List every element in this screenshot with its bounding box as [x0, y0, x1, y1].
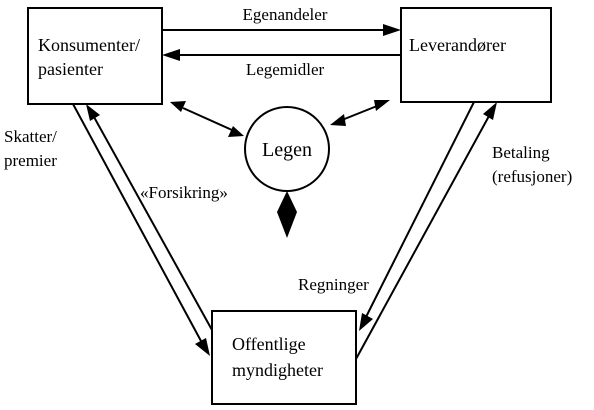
medicines-arrowhead — [162, 49, 180, 61]
doctor-suppliers-line — [341, 105, 378, 121]
copayments-arrowhead — [383, 24, 401, 36]
edge-doctor-suppliers — [330, 100, 390, 126]
edge-copayments: Egenandeler — [162, 5, 401, 36]
edge-taxes: Skatter/ premier — [4, 103, 210, 356]
consumers-doctor-arrowhead-start — [170, 101, 186, 112]
insurance-label: «Forsikring» — [140, 183, 228, 202]
consumers-doctor-line — [182, 107, 233, 131]
payment-label-line-2: (refusjoner) — [492, 167, 572, 186]
bills-arrowhead — [359, 313, 373, 331]
taxes-label-line-2: premier — [4, 151, 57, 170]
edge-bills: Regninger — [298, 101, 475, 331]
consumers-label-line-1: Konsumenter/ — [38, 35, 140, 55]
doctor-authorities-diamond-arrow — [277, 191, 297, 238]
suppliers-label: Leverandører — [409, 35, 506, 55]
doctor-suppliers-arrowhead-end — [374, 100, 390, 111]
suppliers-box — [400, 7, 552, 103]
copayments-label: Egenandeler — [243, 5, 328, 24]
consumers-box — [27, 7, 163, 105]
edge-insurance: «Forsikring» — [86, 104, 228, 331]
edge-medicines: Legemidler — [162, 49, 401, 79]
authorities-label-line-1: Offentlige — [232, 334, 306, 354]
payment-arrowhead — [483, 102, 497, 120]
node-consumers: Konsumenter/ pasienter — [27, 7, 163, 105]
node-suppliers: Leverandører — [400, 7, 552, 103]
consumers-doctor-arrowhead-end — [228, 126, 244, 137]
medicines-label: Legemidler — [246, 60, 325, 79]
taxes-label-line-1: Skatter/ — [4, 127, 57, 146]
node-authorities: Offentlige myndigheter — [211, 310, 357, 405]
node-doctor: Legen — [244, 106, 330, 192]
edge-consumers-doctor — [170, 101, 244, 137]
payment-label-line-1: Betaling — [492, 143, 550, 162]
authorities-label-line-2: myndigheter — [232, 360, 323, 380]
edge-doctor-authorities — [277, 191, 297, 238]
doctor-label: Legen — [262, 139, 312, 161]
bills-label: Regninger — [298, 275, 369, 294]
authorities-box — [211, 310, 357, 405]
doctor-suppliers-arrowhead-start — [330, 114, 346, 126]
payment-line — [355, 115, 490, 360]
taxes-arrowhead — [195, 338, 210, 356]
insurance-line — [93, 116, 213, 331]
bills-line — [365, 101, 475, 318]
taxes-line — [72, 103, 202, 342]
edge-payment: Betaling (refusjoner) — [355, 102, 572, 360]
insurance-arrowhead — [86, 104, 100, 121]
consumers-label-line-2: pasienter — [38, 59, 103, 79]
